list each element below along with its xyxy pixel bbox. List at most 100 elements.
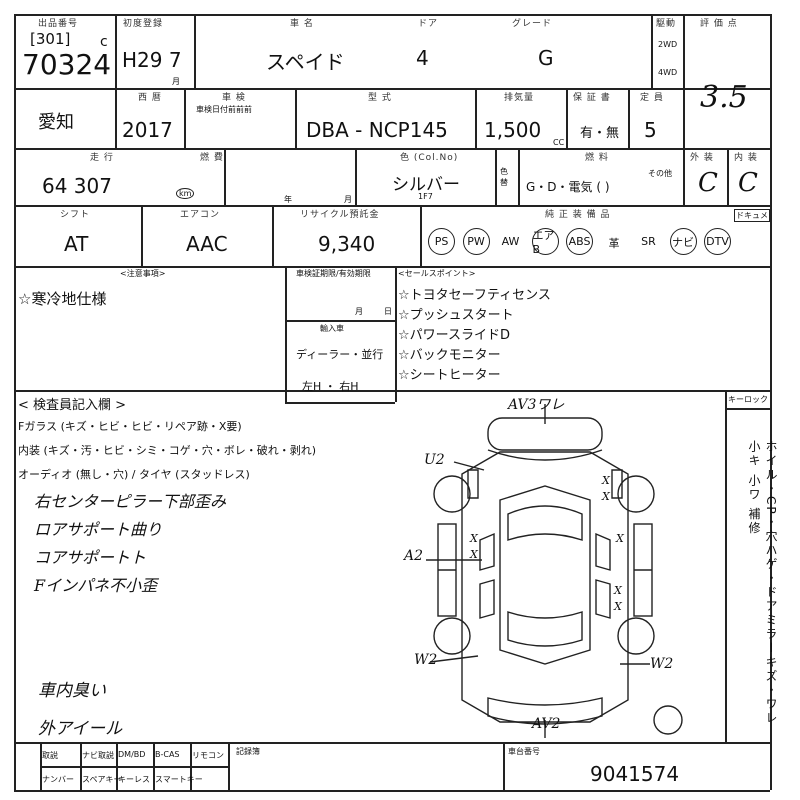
grid-line	[651, 14, 653, 88]
drive-2wd: 2WD	[658, 40, 678, 49]
ac: AAC	[186, 232, 228, 256]
grid-line	[725, 408, 770, 410]
shift: AT	[64, 232, 89, 256]
first-reg: H29 7	[122, 48, 182, 72]
exterior-label: 外 装	[690, 153, 714, 163]
footer-col: スペアキー	[82, 775, 122, 784]
seats-label: 定 員	[640, 93, 664, 103]
drive-label: 駆動	[656, 19, 677, 29]
mark-right-rear: W2	[650, 656, 674, 672]
fuel-label: 燃 費	[200, 153, 224, 163]
displacement-label: 排気量	[504, 93, 535, 103]
equipment-label: 純 正 装 備 品	[545, 210, 611, 220]
footer-col: 取説	[42, 751, 58, 760]
hand-note: 右センターピラー下部歪み	[34, 492, 227, 511]
region: 愛知	[38, 112, 74, 133]
lot-prefix: [301]	[30, 30, 71, 48]
grid-line	[725, 390, 727, 742]
steering: 左H ・ 右H	[302, 380, 359, 393]
audio-line: オーディオ (無し・穴) / タイヤ (スタッドレス)	[18, 468, 250, 481]
mark-left-rear: W2	[414, 652, 438, 668]
color-label: 色 (Col.No)	[400, 153, 459, 163]
fuel-other: その他	[648, 169, 672, 178]
side-vertical-note: ホイル・CP・穴ハゲ・ドアミラーキズ・ワレ 小キ 小ワ 補修	[747, 440, 778, 726]
grade: G	[538, 46, 554, 70]
year-unit: 年	[284, 195, 292, 204]
sales-label: <セールスポイント>	[398, 269, 476, 278]
footer-col: リモコン	[192, 751, 224, 760]
grid-line	[727, 148, 729, 205]
key-label: キーロック	[728, 395, 768, 404]
displacement: 1,500	[484, 118, 542, 142]
caution-label: <注意事項>	[120, 269, 166, 278]
equipment-item: SR	[641, 235, 656, 248]
extra-label: ドキュメ	[734, 209, 770, 222]
grid-line	[683, 14, 685, 148]
mark-left-front: U2	[424, 452, 445, 468]
grid-line	[14, 88, 770, 90]
mark-left-mid: A2	[404, 548, 424, 564]
grid-line	[285, 402, 395, 404]
grid-line	[285, 266, 287, 402]
doors: 4	[416, 46, 429, 70]
model-year-label: 西 暦	[138, 93, 162, 103]
grid-line	[141, 205, 143, 266]
grid-line	[495, 148, 497, 205]
interior-line: 内装 (キズ・汚・ヒビ・シミ・コゲ・穴・ボレ・破れ・剥れ)	[18, 444, 317, 457]
mark-x: X	[602, 490, 610, 503]
color: シルバー	[392, 175, 460, 195]
mark-x: X	[602, 474, 610, 487]
car-name-label: 車 名	[290, 19, 314, 29]
grid-line	[285, 320, 395, 322]
interior: C	[738, 168, 758, 198]
grid-line	[272, 205, 274, 266]
grid-line	[566, 88, 568, 148]
hand-note: ロアサポート曲り	[34, 520, 163, 539]
grid-line	[355, 148, 357, 205]
equipment-item: 革	[608, 237, 620, 250]
mark-x: X	[616, 532, 624, 545]
cc-label: CC	[553, 138, 565, 147]
lot-number: 70324	[22, 48, 112, 81]
hand-note: コアサポートト	[34, 548, 147, 567]
chassis-note: 車検日付前前前	[196, 105, 252, 114]
intro-label: 輸入車	[320, 324, 344, 333]
grid-line	[14, 14, 770, 16]
sales-point: ☆シートヒーター	[398, 368, 501, 383]
grid-line	[14, 205, 770, 207]
mileage-label: 走 行	[90, 153, 114, 163]
grid-line	[518, 148, 520, 205]
sales-point: ☆パワースライドD	[398, 328, 511, 343]
equipment-item: エアB	[531, 228, 559, 256]
mark-x: X	[614, 584, 622, 597]
inspection-value: 有・無	[580, 126, 620, 141]
grid-line	[14, 790, 770, 792]
mark-bottom: AV2	[532, 716, 561, 732]
grid-line	[14, 148, 770, 150]
expiry-label: 車検証期限/有効期限	[296, 269, 371, 278]
footer-col: ナビ取説	[82, 751, 114, 760]
hand-note: Fインパネ不小歪	[34, 576, 158, 595]
equipment-item: ABS	[566, 228, 593, 255]
type-label: 型 式	[368, 93, 392, 103]
equipment-item: PW	[462, 228, 490, 255]
first-reg-label: 初度登録	[123, 19, 164, 29]
mileage-unit: km	[176, 188, 195, 199]
recycle-label: リサイクル預託金	[300, 210, 380, 220]
inspection-label: 保 証 書	[573, 93, 611, 103]
type-code: DBA - NCP145	[306, 118, 448, 142]
grid-line	[14, 742, 770, 744]
equipment-item: PS	[428, 228, 455, 255]
intro: ディーラー・並行	[296, 348, 384, 361]
doors-label: ドア	[418, 19, 439, 29]
recycle: 9,340	[318, 232, 376, 256]
grid-line	[184, 88, 186, 148]
score-label: 評 価 点	[700, 19, 738, 29]
footer-col: B-CAS	[155, 750, 180, 759]
color-side: 色 替	[500, 167, 508, 187]
equipment-item: DTV	[704, 228, 731, 255]
grid-line	[194, 14, 196, 88]
grade-label: グレード	[512, 19, 553, 29]
grid-line	[395, 266, 397, 402]
